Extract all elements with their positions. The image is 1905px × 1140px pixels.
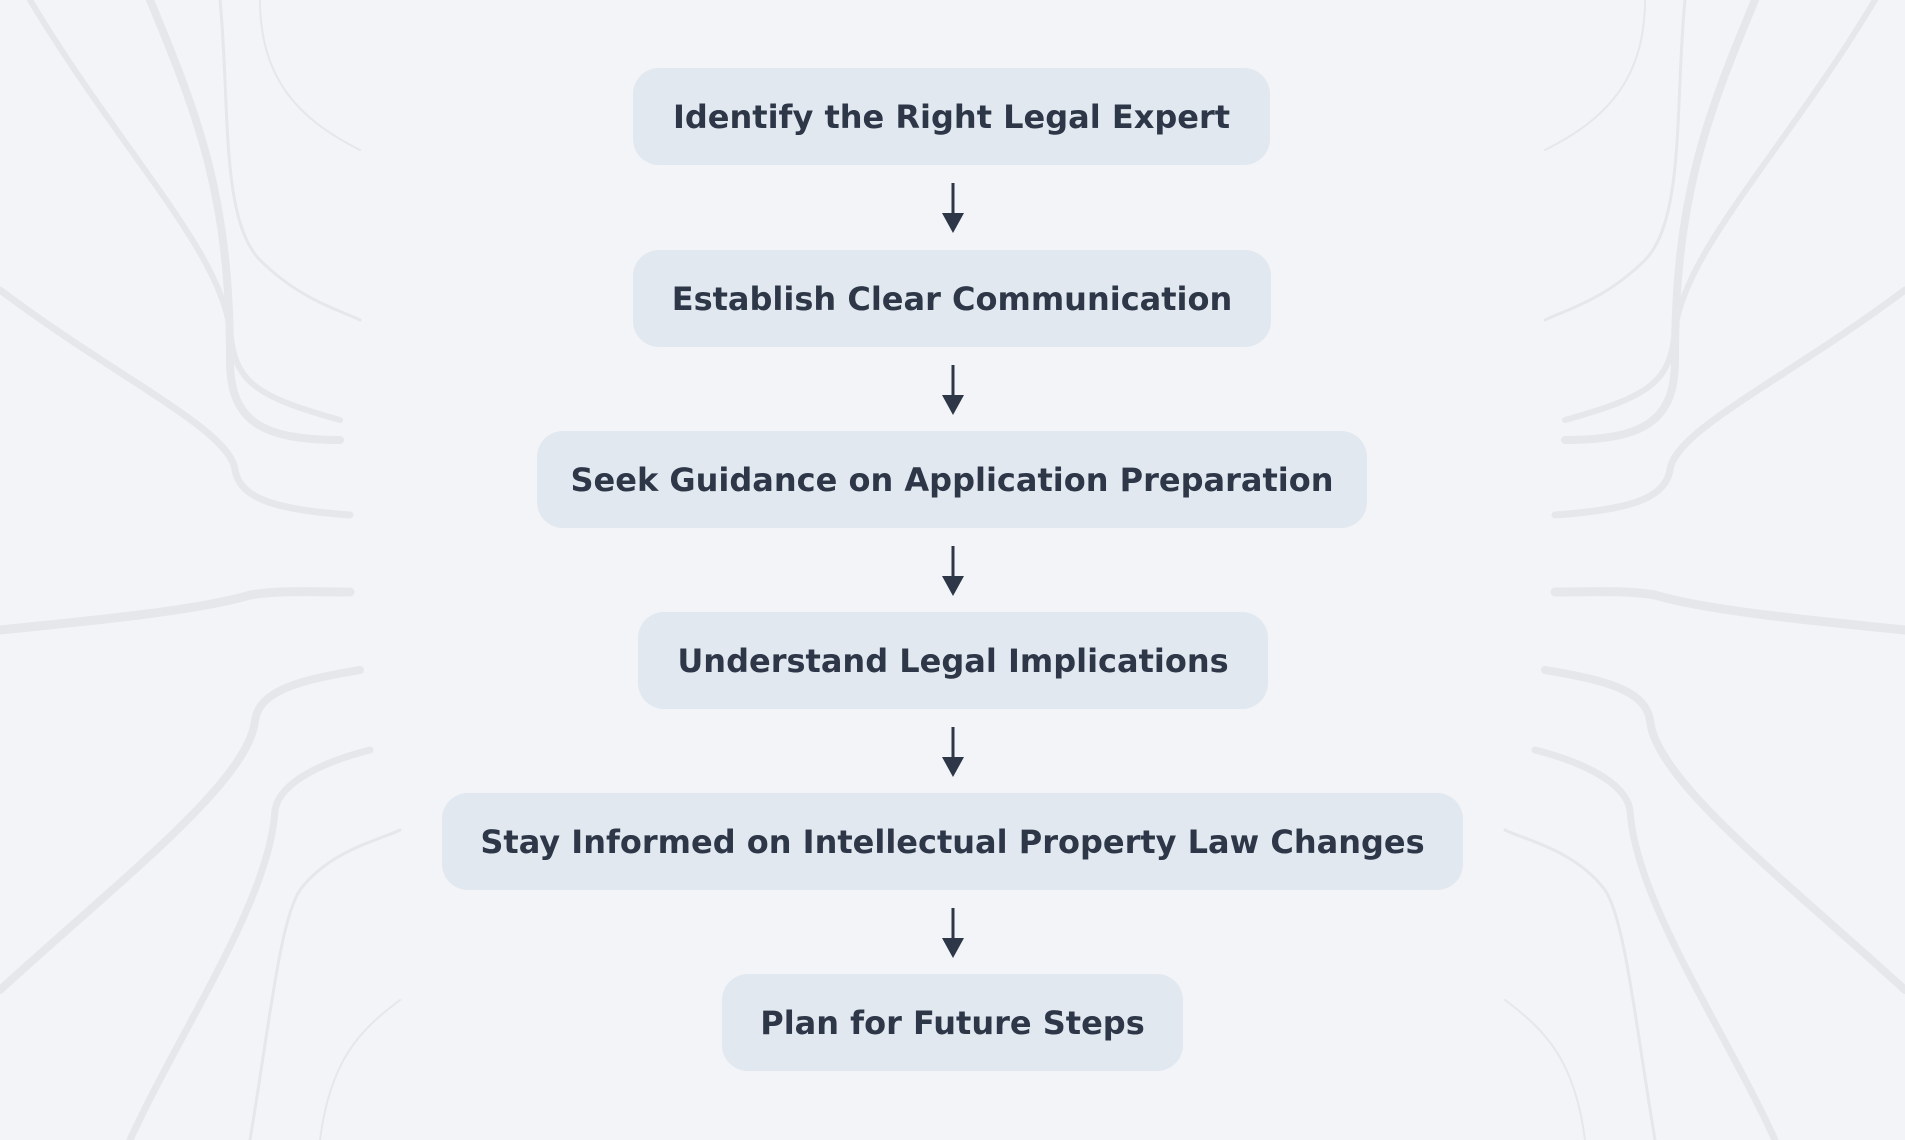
flow-step-establish-communication: Establish Clear Communication bbox=[633, 250, 1271, 347]
arrow-down-icon bbox=[942, 908, 964, 958]
arrow-down-icon bbox=[942, 727, 964, 777]
arrow-down-icon bbox=[942, 365, 964, 415]
flow-step-understand-implications: Understand Legal Implications bbox=[638, 612, 1268, 709]
flow-step-plan-future: Plan for Future Steps bbox=[722, 974, 1183, 1071]
arrow-down-icon bbox=[942, 183, 964, 233]
flow-step-identify-expert: Identify the Right Legal Expert bbox=[633, 68, 1270, 165]
flow-step-seek-guidance: Seek Guidance on Application Preparation bbox=[537, 431, 1367, 528]
arrow-down-icon bbox=[942, 546, 964, 596]
flow-step-stay-informed: Stay Informed on Intellectual Property L… bbox=[442, 793, 1463, 890]
